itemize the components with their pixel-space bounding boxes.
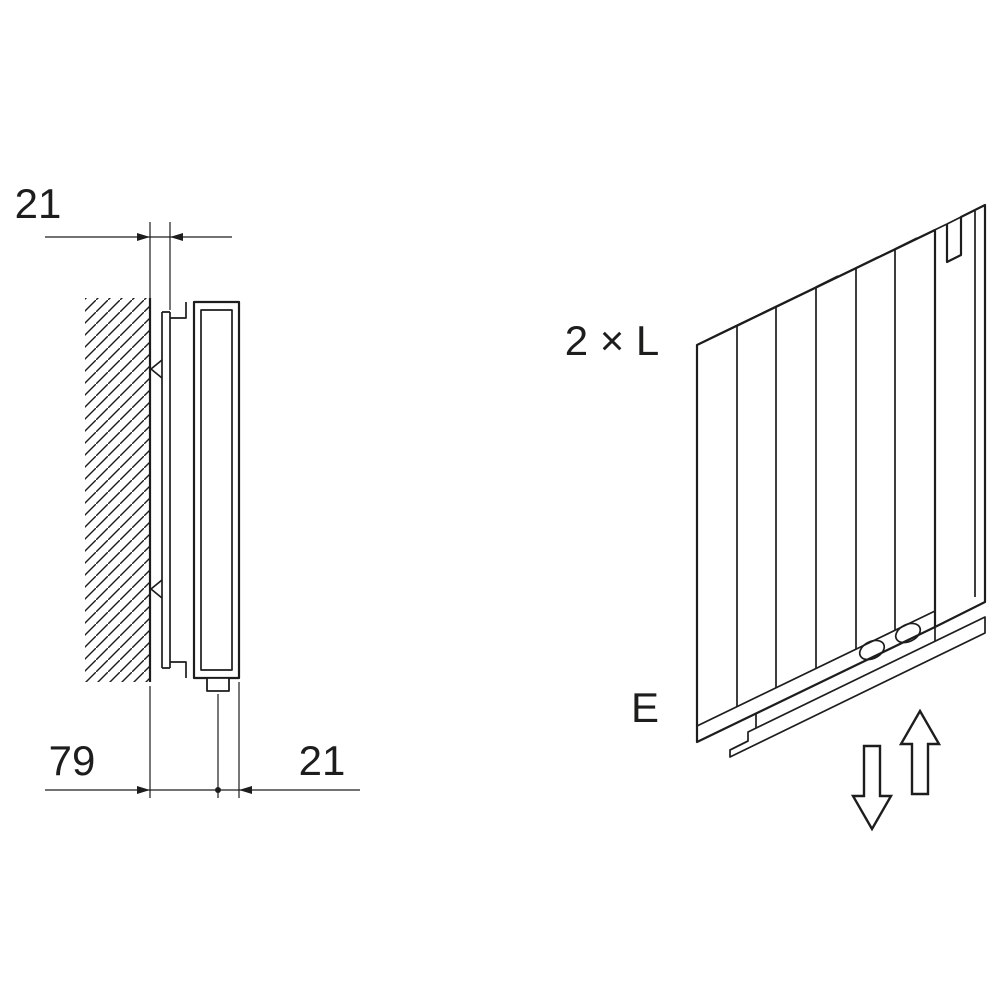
dim-arrow-icon <box>137 786 150 794</box>
dim-arrow-icon <box>239 786 252 794</box>
foot-rail <box>729 616 986 758</box>
pipe-connection-hole <box>894 622 922 644</box>
radiator-channel <box>200 309 233 671</box>
radiator-bottom <box>729 616 986 758</box>
wall-clip-lower <box>150 579 163 599</box>
foot-notch <box>729 740 749 751</box>
dimension-bottom: 79 21 <box>45 682 360 798</box>
label-length: 2 × L <box>565 317 660 364</box>
dimension-top: 21 <box>15 180 232 310</box>
dim-arrow-icon <box>170 233 183 241</box>
radiator-cross-section <box>192 300 241 692</box>
flow-down-arrow-icon <box>850 744 894 832</box>
mounting-rail <box>150 302 187 678</box>
bottom-connection-plug <box>206 677 230 692</box>
dim-label-top-gap: 21 <box>15 180 62 227</box>
dim-label-wall-to-connection: 79 <box>49 737 96 784</box>
label-connection: E <box>631 684 659 731</box>
wall-hatch <box>85 298 150 682</box>
bracket-slot-icon <box>946 216 962 225</box>
radiator-front-panel <box>695 228 937 744</box>
perspective-view: 2 × L E <box>565 203 987 832</box>
rail-top-step <box>170 302 187 319</box>
side-panel-outline <box>934 203 987 628</box>
dim-label-connection-to-front: 21 <box>299 737 346 784</box>
dim-point <box>215 787 221 793</box>
flow-up-arrow-icon <box>898 708 942 796</box>
panel-slat-lines <box>736 249 896 707</box>
wall-clip-upper <box>150 359 163 379</box>
radiator-top-edge <box>696 223 948 346</box>
radiator-side-panel <box>934 203 987 628</box>
dim-arrow-icon <box>137 233 150 241</box>
slat-top-ticks <box>736 237 918 327</box>
pipe-connection-hole <box>858 639 886 661</box>
section-view: 21 79 21 <box>15 180 360 798</box>
rail-bottom-step <box>170 661 187 678</box>
bottom-header-line <box>696 610 936 727</box>
